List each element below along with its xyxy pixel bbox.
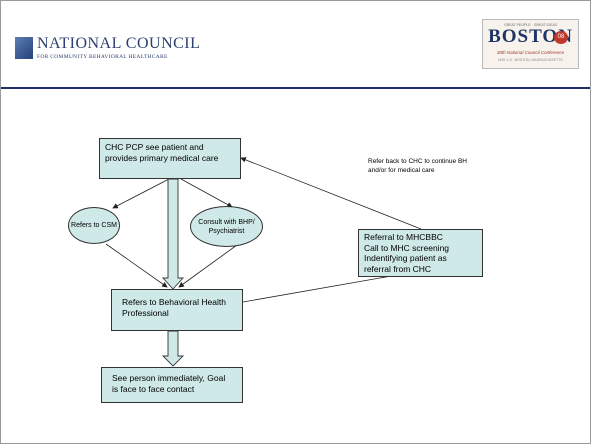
node-referral-mhcbbc: Referral to MHCBBC Call to MHC screening…	[358, 229, 483, 277]
conference-tagline: GREAT PEOPLE · GREAT IDEAS	[503, 23, 558, 27]
logo-org-name: NATIONAL COUNCIL	[37, 35, 201, 52]
slide-header: NATIONAL COUNCIL FOR COMMUNITY BEHAVIORA…	[1, 1, 590, 87]
label-refer-back-to-chc: Refer back to CHC to continue BH and/or …	[368, 158, 467, 174]
conference-subtitle: 38th National Council Conference	[496, 50, 565, 55]
node-see-person: See person immediately, Goal is face to …	[101, 367, 243, 403]
block-arrow-pcp-to-bhp	[161, 178, 185, 290]
node-consult-bhp: Consult with BHP/ Psychiatrist	[190, 206, 263, 247]
arrow-csm-to-bhp	[105, 243, 168, 288]
node-refers-to-csm: Refers to CSM	[68, 207, 120, 244]
national-council-logo: NATIONAL COUNCIL FOR COMMUNITY BEHAVIORA…	[15, 35, 215, 65]
boston-conference-logo: GREAT PEOPLE · GREAT IDEAS BOSTON 08 38t…	[482, 19, 579, 69]
arrow-pcp-to-consult	[180, 178, 233, 208]
arrow-pcp-to-csm	[112, 178, 170, 209]
node-refers-to-bhp: Refers to Behavioral Health Professional	[111, 289, 243, 331]
arrow-mhc-back-to-pcp	[240, 157, 422, 230]
node-chc-pcp: CHC PCP see patient and provides primary…	[99, 138, 241, 179]
logo-org-subtitle: FOR COMMUNITY BEHAVIORAL HEALTHCARE	[37, 54, 168, 60]
header-rule	[1, 87, 590, 89]
conference-year-badge: 08	[554, 31, 568, 44]
block-arrow-bhp-to-see-person	[161, 330, 185, 367]
conference-city: BOSTON	[488, 26, 573, 47]
arrow-consult-to-bhp	[178, 244, 238, 288]
logo-mark-icon	[15, 37, 33, 59]
conference-fineprint: MAY 1-3 · BOSTON, MASSACHUSETTS	[498, 58, 563, 62]
